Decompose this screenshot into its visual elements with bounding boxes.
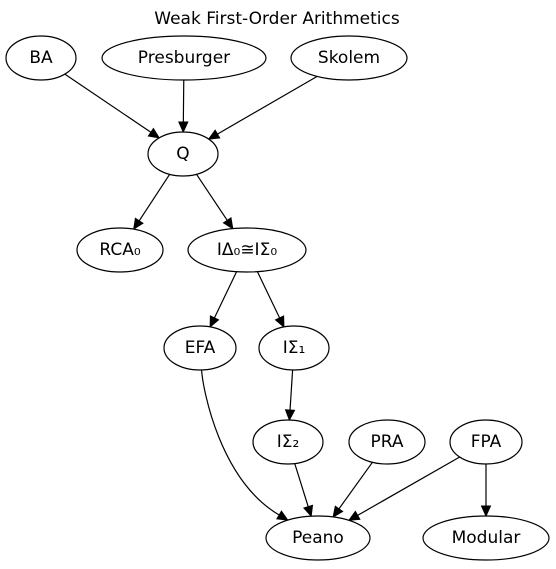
node-modular-ellipse — [422, 515, 550, 561]
edge-pra-to-peano — [332, 461, 373, 518]
edge-efa-to-peano — [200, 369, 289, 521]
edge-idelta0-to-efa-arrowhead — [209, 315, 220, 328]
edge-fpa-to-modular — [480, 464, 492, 518]
edge-isigma2-to-peano-line — [294, 463, 309, 507]
node-fpa-ellipse — [449, 419, 523, 465]
edge-isigma2-to-peano — [294, 463, 314, 518]
node-isigma1-ellipse — [258, 325, 330, 371]
edge-efa-to-peano-line — [200, 369, 280, 516]
edge-isigma1-to-isigma2-arrowhead — [284, 409, 296, 422]
node-efa-ellipse — [163, 325, 237, 371]
node-idelta0: IΔ₀≅IΣ₀ — [187, 227, 307, 273]
node-isigma1-label: IΣ₁ — [283, 338, 306, 358]
edge-skolem-to-q — [207, 75, 318, 140]
edge-q-to-rca0 — [133, 174, 171, 231]
node-q-ellipse — [147, 131, 219, 177]
edge-idelta0-to-efa — [209, 271, 238, 328]
edge-idelta0-to-efa-line — [213, 271, 238, 319]
node-presburger-ellipse — [101, 35, 267, 81]
edge-q-to-idelta0-line — [196, 173, 228, 221]
node-presburger: Presburger — [101, 35, 267, 81]
node-pra: PRA — [348, 419, 426, 465]
node-isigma2: IΣ₂ — [252, 419, 324, 465]
node-modular: Modular — [422, 515, 550, 561]
edge-fpa-to-peano — [347, 456, 461, 521]
edge-ba-to-q-arrowhead — [147, 127, 161, 139]
node-rca0-label: RCA₀ — [99, 240, 140, 260]
edge-idelta0-to-isigma1-arrowhead — [274, 315, 285, 329]
node-efa-label: EFA — [185, 338, 216, 358]
edge-isigma1-to-isigma2-line — [289, 369, 294, 411]
edge-efa-to-peano-arrowhead — [276, 510, 289, 521]
edge-presburger-to-q — [178, 79, 189, 134]
node-idelta0-label: IΔ₀≅IΣ₀ — [217, 240, 277, 260]
edge-skolem-to-q-arrowhead — [207, 129, 221, 140]
diagram-title: Weak First-Order Arithmetics — [154, 9, 400, 29]
edge-isigma2-to-peano-arrowhead — [303, 504, 314, 518]
edge-pra-to-peano-arrowhead — [332, 505, 344, 518]
node-efa: EFA — [163, 325, 237, 371]
edge-idelta0-to-isigma1-line — [256, 271, 281, 319]
edge-presburger-to-q-arrowhead — [178, 121, 189, 134]
node-rca0: RCA₀ — [76, 227, 164, 273]
node-idelta0-ellipse — [187, 227, 307, 273]
edge-q-to-rca0-line — [138, 174, 171, 222]
node-ba-ellipse — [5, 35, 77, 81]
node-isigma2-ellipse — [252, 419, 324, 465]
node-q: Q — [147, 131, 219, 177]
node-peano: Peano — [265, 515, 371, 561]
edge-skolem-to-q-line — [217, 75, 318, 135]
node-q-label: Q — [176, 144, 189, 164]
edge-fpa-to-peano-line — [357, 456, 461, 516]
node-fpa: FPA — [449, 419, 523, 465]
node-skolem-ellipse — [290, 35, 408, 81]
node-peano-ellipse — [265, 515, 371, 561]
node-modular-label: Modular — [452, 528, 521, 548]
edges-layer — [64, 73, 492, 521]
edge-ba-to-q — [64, 73, 161, 139]
edge-idelta0-to-isigma1 — [256, 271, 285, 329]
node-isigma1: IΣ₁ — [258, 325, 330, 371]
edge-q-to-rca0-arrowhead — [133, 217, 144, 231]
node-skolem: Skolem — [290, 35, 408, 81]
edge-fpa-to-peano-arrowhead — [347, 510, 361, 521]
node-rca0-ellipse — [76, 227, 164, 273]
edge-q-to-idelta0 — [196, 173, 234, 230]
node-skolem-label: Skolem — [318, 48, 380, 68]
node-fpa-label: FPA — [471, 432, 502, 452]
edge-ba-to-q-line — [64, 73, 152, 133]
node-isigma2-label: IΣ₂ — [277, 432, 300, 452]
node-pra-label: PRA — [370, 432, 403, 452]
node-peano-label: Peano — [292, 528, 344, 548]
edge-pra-to-peano-line — [338, 461, 373, 510]
edge-fpa-to-modular-arrowhead — [480, 505, 492, 518]
node-ba: BA — [5, 35, 77, 81]
node-presburger-label: Presburger — [138, 48, 230, 68]
edge-isigma1-to-isigma2 — [284, 369, 296, 422]
edge-q-to-idelta0-arrowhead — [222, 216, 234, 230]
node-pra-ellipse — [348, 419, 426, 465]
node-ba-label: BA — [29, 48, 53, 68]
